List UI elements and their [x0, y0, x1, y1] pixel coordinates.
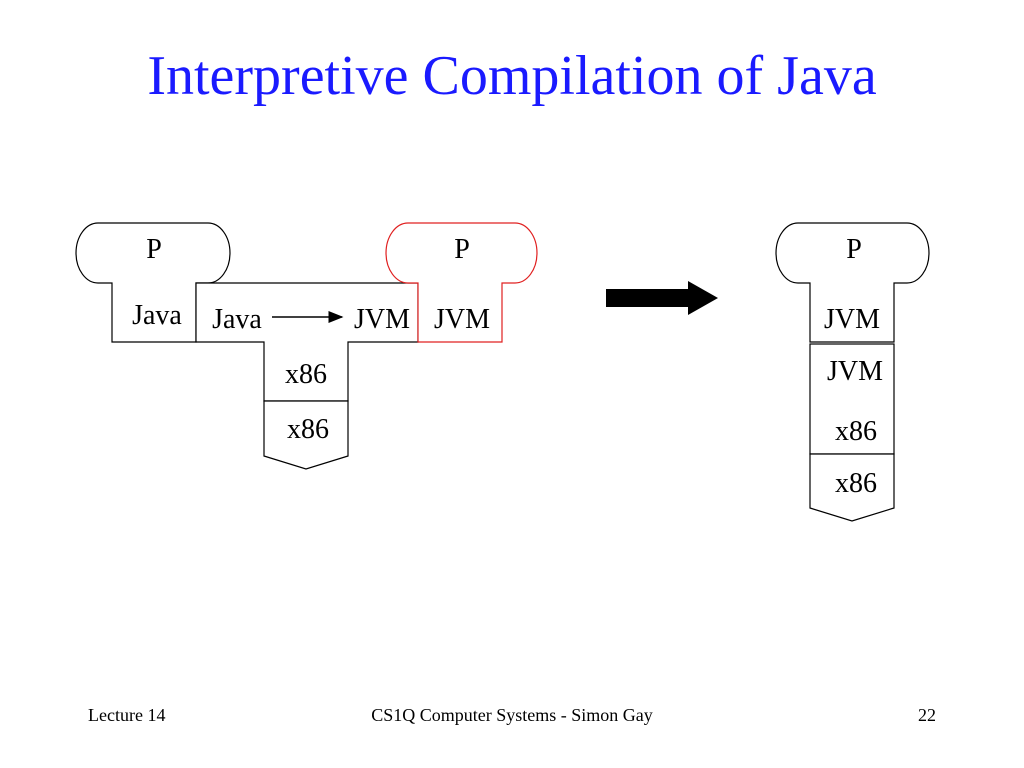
program-lang-label-right: JVM [824, 304, 880, 335]
program-lang-label: Java [132, 300, 182, 331]
thick-right-arrow-icon [606, 281, 718, 315]
program-p-label: P [146, 234, 162, 265]
output-p-label: P [454, 234, 470, 265]
machine-shape [263, 400, 349, 470]
compiler-source-label: Java [212, 304, 262, 335]
footer-page-number: 22 [918, 705, 936, 725]
program-p-label-right: P [846, 234, 862, 265]
program-p-java: P Java [75, 222, 231, 343]
machine-shape-right [809, 453, 895, 522]
machine-x86-left: x86 [263, 400, 349, 470]
output-program-shape [385, 222, 538, 343]
machine-label: x86 [287, 414, 329, 445]
footer-lecture: Lecture 14 [88, 705, 166, 725]
program-shape-right [775, 222, 930, 343]
program-p-jvm: P JVM [775, 222, 930, 343]
machine-x86-right: x86 [809, 453, 895, 522]
program-p-jvm-output: P JVM [385, 222, 538, 343]
interpreter-box: JVM x86 [809, 343, 895, 455]
program-shape [75, 222, 231, 343]
compiler-t-diagram: Java JVM x86 [195, 282, 419, 402]
interpreter-impl-label: x86 [835, 416, 877, 447]
compiler-impl-label: x86 [285, 359, 327, 390]
machine-label-right: x86 [835, 468, 877, 499]
footer-course: CS1Q Computer Systems - Simon Gay [371, 705, 653, 725]
slide-title: Interpretive Compilation of Java [147, 45, 877, 107]
output-lang-label: JVM [434, 304, 490, 335]
compiler-target-label: JVM [354, 304, 410, 335]
interpreter-lang-label: JVM [827, 356, 883, 387]
